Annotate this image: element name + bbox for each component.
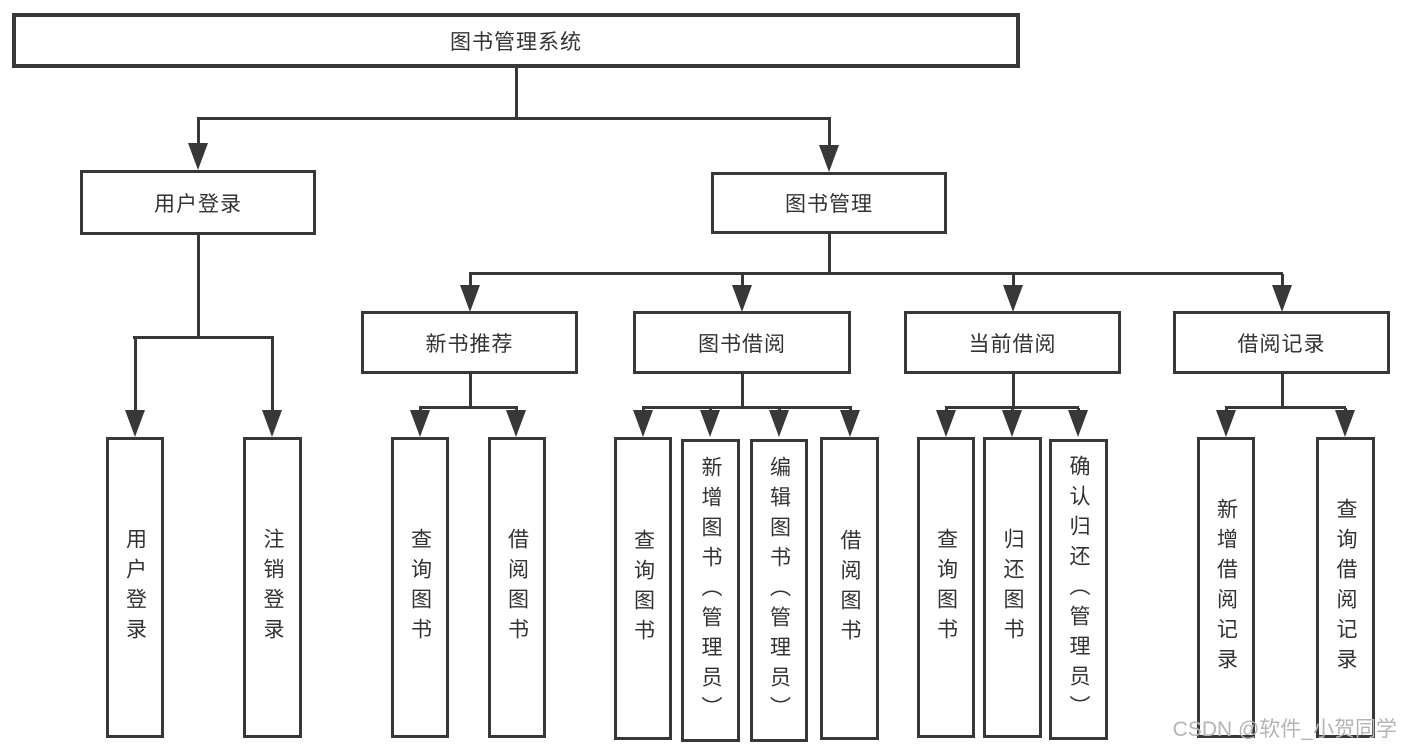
arrow-bb-edit-icon (769, 410, 789, 437)
node-root-label: 图书管理系统 (450, 30, 582, 54)
leaf-records-query-record-label: 查询借阅记录 (1334, 497, 1357, 678)
leaf-borrow-edit-books: 编辑图书（管理员） (750, 439, 808, 742)
connector-book-management-stem (828, 234, 831, 275)
arrow-br-query-icon (1335, 410, 1355, 437)
connector-user-login-bracket (133, 336, 274, 339)
leaf-records-add-record-label: 新增借阅记录 (1214, 497, 1238, 678)
arrow-bb-borrow-icon (840, 410, 860, 437)
node-book-borrowing-label: 图书借阅 (698, 332, 786, 356)
connector-borrowing-records-bracket (1225, 406, 1346, 409)
connector-drop-leaf-logout (271, 338, 274, 414)
connector-borrowing-records-stem (1281, 373, 1284, 409)
leaf-logout: 注销登录 (243, 437, 302, 738)
leaf-current-query-books-label: 查询图书 (934, 527, 958, 648)
arrow-nb-query-icon (410, 410, 430, 437)
node-new-book-recommend: 新书推荐 (361, 311, 578, 374)
arrow-new-book-recommend-icon (460, 285, 480, 312)
node-book-management-label: 图书管理 (785, 193, 873, 216)
connector-new-book-recommend-bracket (419, 406, 518, 409)
leaf-borrow-borrow-books-label: 借阅图书 (838, 528, 861, 649)
connector-book-borrowing-stem (741, 373, 744, 409)
node-borrowing-records: 借阅记录 (1173, 311, 1390, 374)
arrow-cb-return-icon (1002, 410, 1022, 437)
leaf-borrow-add-books: 新增图书（管理员） (681, 439, 740, 742)
leaf-newbook-query-books: 查询图书 (391, 437, 449, 738)
leaf-borrow-borrow-books: 借阅图书 (820, 437, 879, 740)
connector-user-login-stem (197, 234, 200, 338)
connector-root-stem (515, 68, 518, 118)
arrow-user-login-icon (188, 143, 208, 170)
arrow-cb-query-icon (936, 410, 956, 437)
connector-drop-user-login (197, 118, 200, 146)
leaf-newbook-borrow-books: 借阅图书 (488, 437, 546, 738)
connector-new-book-recommend-stem (469, 373, 472, 409)
node-user-login: 用户登录 (80, 170, 316, 235)
connector-drop-book-management (828, 118, 831, 148)
arrow-leaf-logout-icon (262, 410, 282, 437)
connector-drop-borrowing-records (1281, 274, 1284, 288)
leaf-borrow-add-books-label: 新增图书（管理员） (699, 455, 722, 726)
leaf-current-confirm-return: 确认归还（管理员） (1049, 439, 1108, 740)
node-current-borrowing: 当前借阅 (904, 311, 1121, 374)
connector-drop-book-borrowing (741, 274, 744, 288)
arrow-current-borrowing-icon (1003, 285, 1023, 312)
leaf-newbook-query-books-label: 查询图书 (408, 527, 432, 648)
node-book-management: 图书管理 (711, 172, 947, 234)
arrow-book-management-icon (819, 145, 839, 172)
leaf-user-login-label: 用户登录 (123, 527, 147, 648)
connector-current-borrowing-stem (1012, 373, 1015, 409)
leaf-current-return-books-label: 归还图书 (1001, 527, 1024, 648)
leaf-user-login: 用户登录 (106, 437, 164, 738)
node-borrowing-records-label: 借阅记录 (1237, 332, 1326, 356)
connector-drop-current-borrowing (1012, 274, 1015, 288)
arrow-book-borrowing-icon (732, 285, 752, 312)
arrow-borrowing-records-icon (1272, 285, 1292, 312)
leaf-records-query-record: 查询借阅记录 (1316, 437, 1375, 738)
node-current-borrowing-label: 当前借阅 (968, 332, 1057, 356)
node-new-book-recommend-label: 新书推荐 (425, 332, 514, 356)
arrow-nb-borrow-icon (506, 410, 526, 437)
leaf-borrow-edit-books-label: 编辑图书（管理员） (767, 455, 791, 726)
leaf-borrow-query-books-label: 查询图书 (631, 528, 655, 649)
leaf-borrow-query-books: 查询图书 (614, 437, 672, 740)
leaf-records-add-record: 新增借阅记录 (1197, 437, 1255, 738)
arrow-br-add-icon (1216, 410, 1236, 437)
leaf-current-query-books: 查询图书 (917, 437, 975, 738)
arrow-bb-add-icon (700, 410, 720, 437)
leaf-current-confirm-return-label: 确认归还（管理员） (1067, 454, 1090, 725)
connector-current-borrowing-bracket (945, 406, 1079, 409)
connector-drop-new-book-recommend (469, 274, 472, 288)
connector-book-borrowing-bracket (642, 406, 852, 409)
leaf-newbook-borrow-books-label: 借阅图书 (505, 527, 529, 648)
connector-root-bracket (197, 117, 831, 120)
node-book-borrowing: 图书借阅 (633, 311, 851, 374)
watermark: CSDN @软件_小贺同学 (1172, 718, 1397, 741)
arrow-leaf-user-login-icon (125, 410, 145, 437)
connector-drop-leaf-user-login (134, 338, 137, 414)
node-root: 图书管理系统 (12, 13, 1020, 68)
leaf-logout-label: 注销登录 (261, 527, 284, 648)
node-user-login-label: 用户登录 (154, 192, 242, 216)
connector-level2-bracket (469, 272, 1283, 275)
arrow-cb-confirm-icon (1068, 410, 1088, 437)
leaf-current-return-books: 归还图书 (983, 437, 1042, 738)
arrow-bb-query-icon (633, 410, 653, 437)
